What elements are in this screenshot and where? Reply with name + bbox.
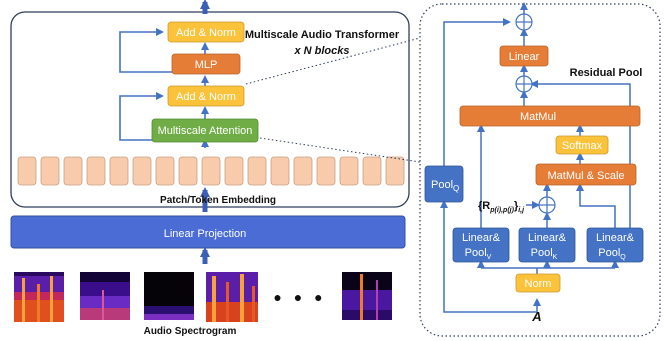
token-row [17, 156, 405, 186]
add-node-top [515, 13, 533, 31]
linear-pool-k-label: Linear& [528, 232, 567, 244]
linear-label: Linear [509, 51, 540, 63]
linear-pool-q-block [586, 227, 644, 263]
token-embedding [40, 156, 60, 186]
blocks-count-label: x N blocks [293, 45, 349, 57]
pool-q-block [424, 165, 464, 203]
add-norm-mid-block [167, 85, 245, 107]
add-node-relpos [538, 196, 556, 214]
zoom-connector-bottom [259, 137, 421, 163]
transformer-block-frame [10, 11, 410, 208]
norm-label: Norm [525, 278, 552, 290]
token-embedding [385, 156, 405, 186]
matmul-scale-label: MatMul & Scale [547, 170, 624, 182]
linear-block [499, 45, 549, 67]
spectrogram-1 [14, 272, 64, 322]
token-embedding [109, 156, 129, 186]
add-norm-mid-label: Add & Norm [176, 91, 236, 103]
matmul-block [459, 105, 641, 127]
softmax-label: Softmax [562, 140, 603, 152]
token-embedding [17, 156, 37, 186]
token-embedding [155, 156, 175, 186]
multiscale-attention-label: Multiscale Attention [158, 125, 253, 137]
token-embedding [339, 156, 359, 186]
linear-projection-block [10, 215, 406, 249]
matmul-scale-block [535, 163, 637, 186]
residual-pool-title: Residual Pool [570, 67, 643, 79]
spectrogram-3 [144, 272, 194, 320]
linear-pool-k-label-2: PoolK [531, 247, 558, 261]
token-embedding [293, 156, 313, 186]
linear-projection-label: Linear Projection [164, 228, 247, 240]
spectrogram-2 [80, 272, 130, 320]
token-embedding [132, 156, 152, 186]
mlp-block [171, 53, 241, 75]
linear-pool-v-label: Linear& [462, 232, 501, 244]
spectrogram-label: Audio Spectrogram [144, 326, 237, 337]
matmul-label: MatMul [520, 111, 556, 123]
linear-pool-k-block [518, 227, 576, 263]
multiscale-attention-block [151, 118, 259, 143]
linear-pool-v-block [452, 227, 510, 263]
transformer-title: Multiscale Audio Transformer [245, 29, 400, 41]
linear-pool-q-label-2: PoolQ [598, 247, 626, 261]
mlp-label: MLP [195, 59, 218, 71]
token-embedding [201, 156, 221, 186]
linear-pool-q-label: Linear& [596, 232, 635, 244]
token-embedding [224, 156, 244, 186]
token-embedding [178, 156, 198, 186]
add-norm-top-label: Add & Norm [176, 27, 236, 39]
patch-embedding-label: Patch/Token Embedding [160, 195, 276, 206]
token-embedding [63, 156, 83, 186]
token-embedding [247, 156, 267, 186]
token-embedding [362, 156, 382, 186]
spectrogram-5 [342, 272, 392, 320]
softmax-block [555, 135, 609, 155]
add-norm-top-block [167, 21, 245, 43]
pool-q-label: PoolQ [431, 179, 459, 193]
token-embedding [86, 156, 106, 186]
spectrogram-4 [206, 272, 258, 322]
relative-position-label: {Rp(i),p(j)}i,j [478, 200, 525, 214]
ellipsis: ● ● ● [273, 289, 326, 305]
input-a-label: A [531, 309, 541, 324]
token-embedding [270, 156, 290, 186]
norm-block [515, 273, 561, 293]
add-node-mid [515, 75, 533, 93]
token-embedding [316, 156, 336, 186]
linear-pool-v-label-2: PoolV [465, 247, 492, 261]
